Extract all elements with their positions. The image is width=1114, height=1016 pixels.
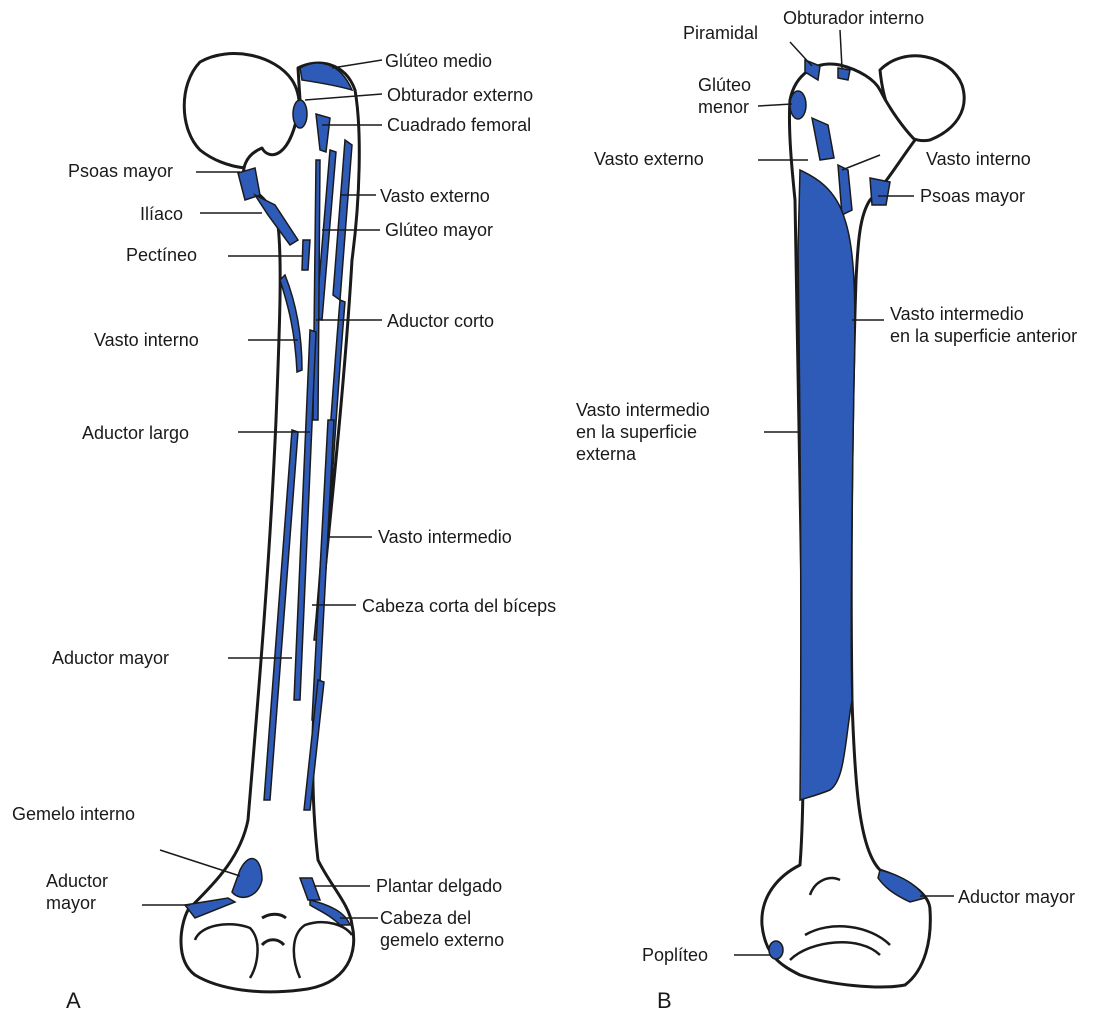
label-a-iliaco: Ilíaco [140, 203, 183, 225]
label-a-gluteo-mayor: Glúteo mayor [385, 219, 493, 241]
label-b-vasto-intermedio-externa: Vasto intermedio en la superficie extern… [576, 399, 710, 465]
label-a-aductor-mayor: Aductor mayor [52, 647, 169, 669]
label-a-cabeza-corta-biceps: Cabeza corta del bíceps [362, 595, 556, 617]
label-a-gemelo-externo-2: gemelo externo [380, 929, 504, 951]
label-a-vasto-externo: Vasto externo [380, 185, 490, 207]
label-b-vasto-intermedio-anterior: Vasto intermedio en la superficie anteri… [890, 303, 1077, 347]
label-a-vasto-interno: Vasto interno [94, 329, 199, 351]
label-a-gemelo-interno: Gemelo interno [12, 803, 135, 825]
muscle-a-pectineo [302, 240, 310, 270]
label-a-cuadrado-femoral: Cuadrado femoral [387, 114, 531, 136]
label-b-vasto-intermedio-externa-3: externa [576, 443, 710, 465]
label-a-obturador-externo: Obturador externo [387, 84, 533, 106]
muscle-b-gluteo-menor [790, 91, 806, 119]
muscle-b-vasto-intermedio [798, 170, 855, 800]
label-a-gemelo-externo-1: Cabeza del [380, 907, 504, 929]
panel-label-b: B [657, 988, 672, 1014]
label-b-vasto-externo: Vasto externo [594, 148, 704, 170]
label-a-vasto-intermedio: Vasto intermedio [378, 526, 512, 548]
label-b-vasto-intermedio-externa-2: en la superficie [576, 421, 710, 443]
leader-b-piramidal [790, 42, 812, 66]
label-a-aductor-mayor-low-1: Aductor [46, 870, 108, 892]
label-a-gemelo-externo: Cabeza del gemelo externo [380, 907, 504, 951]
label-a-aductor-mayor-low: Aductor mayor [46, 870, 108, 914]
label-b-popliteo: Poplíteo [642, 944, 708, 966]
panel-label-a: A [66, 988, 81, 1014]
muscle-b-psoas-mayor [870, 178, 890, 205]
label-a-gluteo-medio: Glúteo medio [385, 50, 492, 72]
label-b-aductor-mayor: Aductor mayor [958, 886, 1075, 908]
label-b-psoas-mayor: Psoas mayor [920, 185, 1025, 207]
label-b-vasto-interno: Vasto interno [926, 148, 1031, 170]
label-a-psoas-mayor: Psoas mayor [68, 160, 173, 182]
label-b-vasto-intermedio-externa-1: Vasto intermedio [576, 399, 710, 421]
label-b-vasto-intermedio-anterior-1: Vasto intermedio [890, 303, 1077, 325]
leader-a-gluteo-medio [332, 60, 382, 68]
label-b-gluteo-menor-2: menor [698, 96, 751, 118]
label-b-obturador-interno: Obturador interno [783, 7, 924, 29]
label-b-gluteo-menor: Glúteo menor [698, 74, 751, 118]
label-a-aductor-corto: Aductor corto [387, 310, 494, 332]
label-b-vasto-intermedio-anterior-2: en la superficie anterior [890, 325, 1077, 347]
label-a-aductor-mayor-low-2: mayor [46, 892, 108, 914]
leader-b-gluteo-menor [758, 104, 792, 106]
leader-b-obturador-interno [840, 30, 842, 68]
muscle-b-popliteo [769, 941, 783, 959]
label-b-gluteo-menor-1: Glúteo [698, 74, 751, 96]
label-b-piramidal: Piramidal [683, 22, 758, 44]
label-a-plantar-delgado: Plantar delgado [376, 875, 502, 897]
label-a-aductor-largo: Aductor largo [82, 422, 189, 444]
muscle-a-obturador-externo [293, 100, 307, 128]
label-a-pectineo: Pectíneo [126, 244, 197, 266]
muscle-b-obturador-interno [838, 68, 850, 80]
